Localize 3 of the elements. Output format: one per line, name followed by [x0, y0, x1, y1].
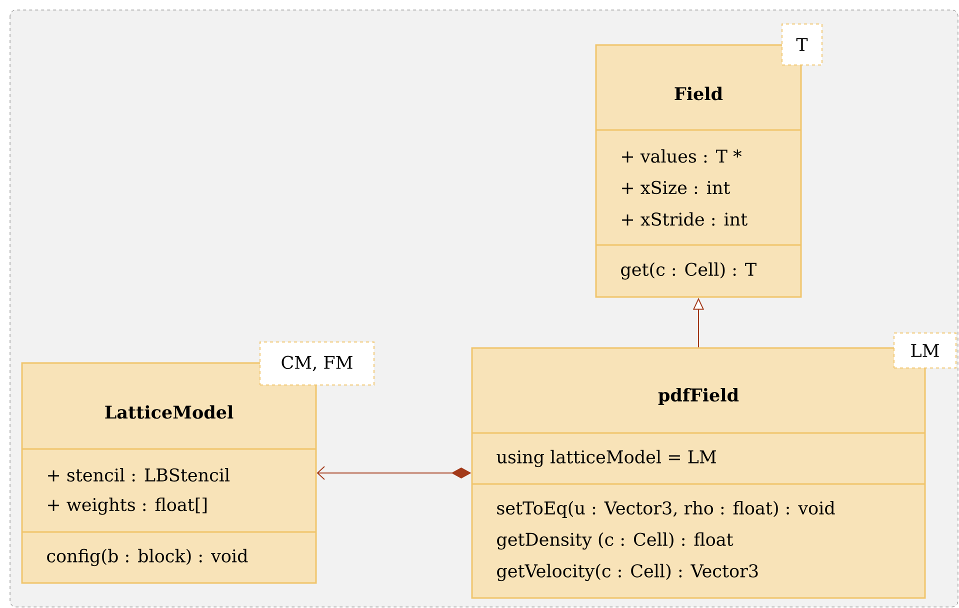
template-parameter-box: T: [782, 24, 822, 66]
template-parameter-box: CM, FM: [260, 342, 374, 386]
template-parameter-box: LM: [894, 332, 956, 368]
